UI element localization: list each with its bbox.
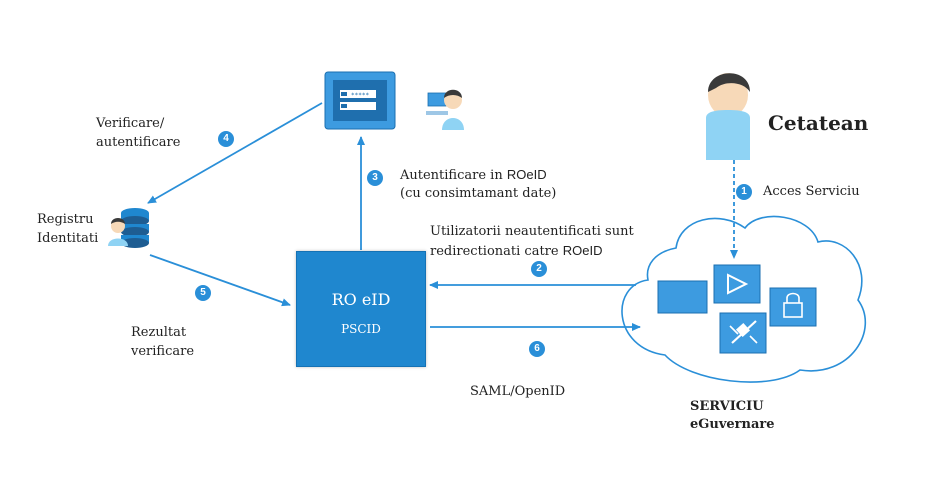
step-4-label-line2: autentificare [96, 135, 181, 150]
step-5-label-line1: Rezultat [131, 325, 187, 340]
service-label-line1: SERVICIU [690, 399, 764, 414]
step-3-label-line1-text: Autentificare in [400, 168, 503, 183]
service-label-line2: eGuvernare [690, 417, 775, 432]
step-2-label-line2: redirectionati catre ROeID [430, 241, 602, 261]
registry-label-line2: Identitati [37, 231, 99, 246]
step-3-label-line1-suffix: ROeID [506, 167, 547, 182]
server-database-icon [108, 208, 149, 248]
satellite-icon [719, 312, 767, 354]
step-2-label-line1: Utilizatorii neautentificati sunt [430, 224, 634, 239]
central-box-subtitle: PSCID [341, 322, 381, 336]
step-5-label-line2: verificare [131, 344, 195, 359]
step-6-label: SAML/OpenID [470, 384, 566, 399]
step-badge-3: 3 [367, 170, 383, 186]
step-1-label: Acces Serviciu [763, 184, 860, 199]
step-badge-2: 2 [531, 261, 547, 277]
step-badge-4: 4 [218, 131, 234, 147]
step-badge-6: 6 [529, 341, 545, 357]
login-screen-icon: ***** [324, 71, 464, 130]
step-3-label-line1: Autentificare in ROeID [400, 165, 547, 185]
step-4-label-line1: Verificare/ [96, 116, 165, 131]
step-badge-1: 1 [736, 184, 752, 200]
person-icon [706, 73, 750, 160]
tablet-icon [657, 280, 708, 314]
arrow-step-5 [149, 254, 291, 307]
registry-label-line1: Registru [37, 212, 94, 227]
citizen-label: Cetatean [768, 111, 869, 135]
login-field-mask: ***** [351, 92, 369, 99]
step-3-label-line2: (cu consimtamant date) [400, 186, 557, 201]
lock-icon [769, 287, 817, 327]
ro-eid-pscid-box: RO eID PSCID [296, 251, 426, 367]
arrow-step-4 [147, 102, 323, 204]
step-badge-5: 5 [195, 285, 211, 301]
step-2-label-line2-text: redirectionati catre [430, 244, 559, 259]
step-2-label-line2-suffix: ROeID [562, 243, 603, 258]
play-icon [713, 264, 761, 304]
central-box-title: RO eID [331, 290, 391, 309]
